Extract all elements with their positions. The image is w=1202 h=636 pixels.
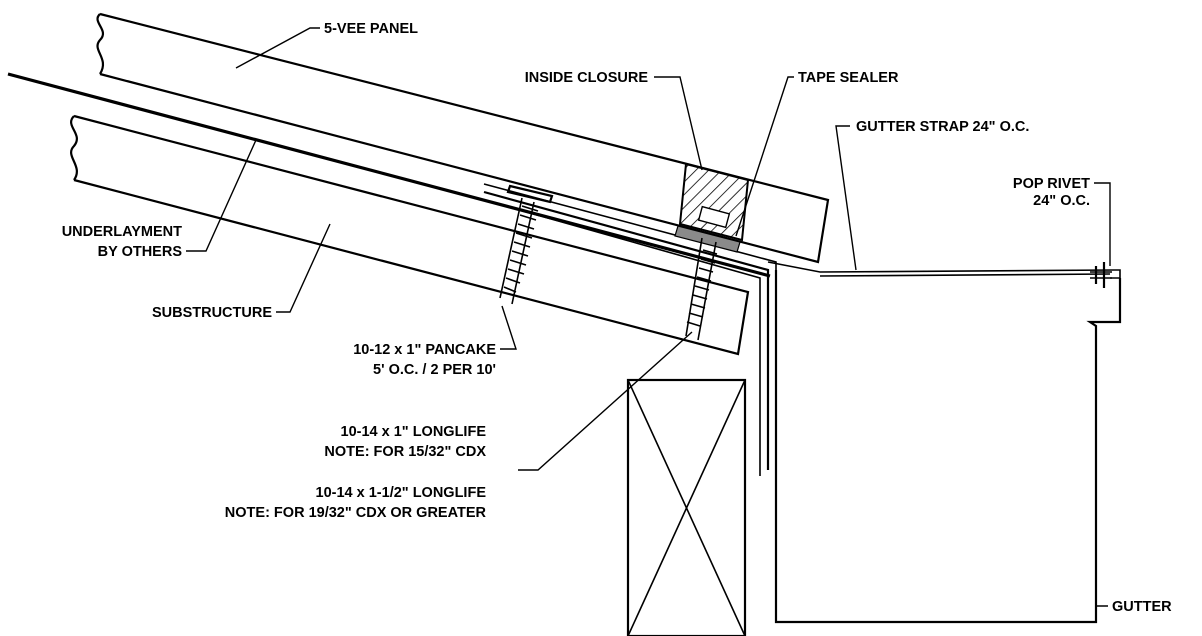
tape-sealer bbox=[674, 225, 741, 253]
longlife-screw bbox=[685, 237, 718, 341]
label-tape-sealer: TAPE SEALER bbox=[798, 70, 899, 86]
gutter-strap bbox=[767, 261, 1121, 279]
fascia-board bbox=[626, 378, 747, 636]
inside-closure bbox=[678, 162, 750, 242]
label-longlife2-1: 10-14 x 1-1/2" LONGLIFE bbox=[316, 485, 487, 501]
label-longlife1-1: 10-14 x 1" LONGLIFE bbox=[341, 424, 487, 440]
label-pancake-1: 10-12 x 1" PANCAKE bbox=[353, 342, 496, 358]
label-gutter-strap: GUTTER STRAP 24" O.C. bbox=[856, 119, 1029, 135]
underlayment-line bbox=[7, 72, 771, 278]
label-pancake-2: 5' O.C. / 2 PER 10' bbox=[373, 362, 496, 378]
pop-rivet bbox=[1090, 262, 1112, 288]
pancake-screw bbox=[499, 184, 554, 305]
leaders bbox=[186, 27, 1111, 607]
label-underlayment-1: UNDERLAYMENT bbox=[62, 224, 182, 240]
label-substructure: SUBSTRUCTURE bbox=[152, 305, 272, 321]
label-pop-rivet-1: POP RIVET bbox=[1013, 176, 1090, 192]
label-longlife1-2: NOTE: FOR 15/32" CDX bbox=[324, 444, 486, 460]
gutter-body bbox=[774, 270, 1122, 624]
vee-panel bbox=[96, 12, 830, 264]
label-vee-panel: 5-VEE PANEL bbox=[324, 21, 418, 37]
label-gutter: GUTTER bbox=[1112, 599, 1172, 615]
label-longlife2-2: NOTE: FOR 19/32" CDX OR GREATER bbox=[225, 505, 487, 521]
label-inside-closure: INSIDE CLOSURE bbox=[525, 70, 649, 86]
label-pop-rivet-2: 24" O.C. bbox=[1033, 193, 1090, 209]
annotations: 5-VEE PANEL INSIDE CLOSURE TAPE SEALER G… bbox=[62, 21, 1172, 615]
substructure-board bbox=[70, 114, 750, 356]
label-underlayment-2: BY OTHERS bbox=[98, 244, 183, 260]
